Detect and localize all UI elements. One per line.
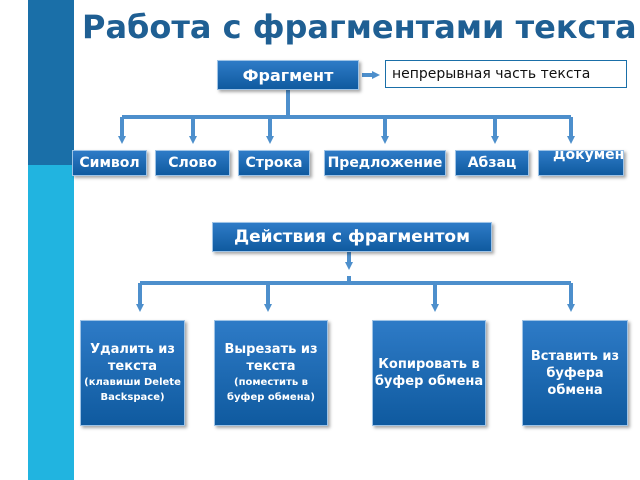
action-cut-note: (поместить в буфер обмена) bbox=[227, 377, 315, 403]
actions-header: Действия с фрагментом bbox=[212, 222, 492, 252]
action-delete-label: Удалить из текста bbox=[90, 342, 175, 374]
type-word: Слово bbox=[155, 150, 230, 176]
type-sentence: Предложение bbox=[324, 150, 446, 176]
page-title: Работа с фрагментами текста bbox=[82, 8, 637, 46]
action-delete: Удалить из текста (клавиши Delete Backsp… bbox=[80, 320, 185, 426]
left-stripe-dark bbox=[28, 0, 74, 165]
action-copy-label: Копировать в буфер обмена bbox=[374, 357, 484, 389]
left-stripe-light bbox=[28, 165, 74, 480]
definition-box: непрерывная часть текста bbox=[385, 60, 627, 88]
type-document: Документ bbox=[538, 150, 624, 176]
action-cut: Вырезать из текста (поместить в буфер об… bbox=[214, 320, 328, 426]
type-document-label: Документ bbox=[553, 150, 624, 163]
type-line: Строка bbox=[238, 150, 310, 176]
action-paste: Вставить из буфера обмена bbox=[522, 320, 628, 426]
action-delete-note: (клавиши Delete Backspace) bbox=[84, 377, 181, 403]
action-paste-label: Вставить из буфера обмена bbox=[530, 348, 620, 398]
type-symbol: Символ bbox=[72, 150, 147, 176]
type-paragraph: Абзац bbox=[455, 150, 529, 176]
action-cut-label: Вырезать из текста bbox=[224, 342, 318, 374]
action-copy: Копировать в буфер обмена bbox=[372, 320, 486, 426]
fragment-box: Фрагмент bbox=[217, 60, 359, 90]
